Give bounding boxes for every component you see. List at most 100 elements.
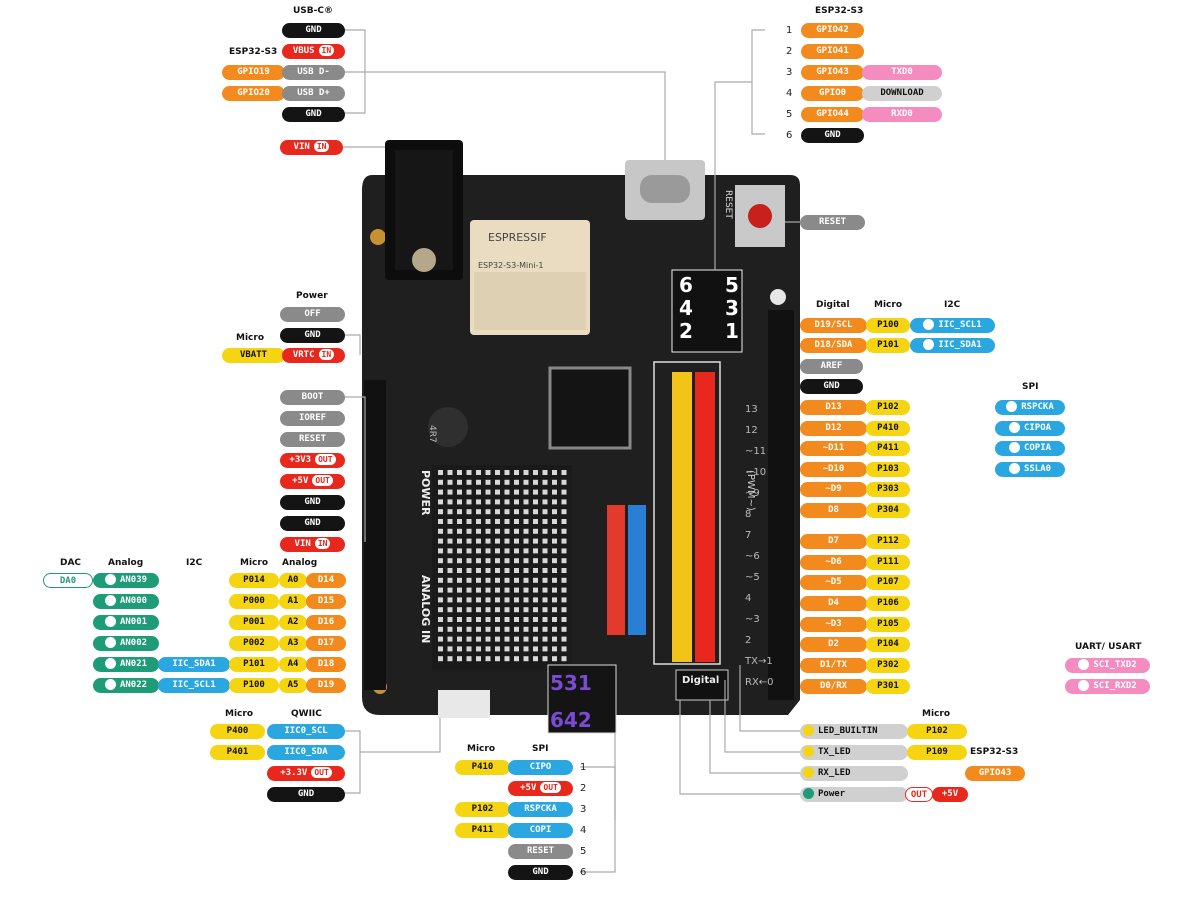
matrix-led [542, 607, 548, 613]
matrix-led [523, 558, 529, 564]
matrix-led [523, 626, 529, 632]
matrix-led [457, 607, 462, 613]
matrix-led [447, 519, 453, 524]
matrix-led [561, 577, 567, 583]
matrix-led [476, 626, 481, 632]
analog-a-pin: A2 [279, 615, 307, 630]
matrix-led [476, 499, 481, 505]
header-pin-number: 6 [679, 273, 693, 297]
matrix-led [466, 538, 472, 544]
digital-micro: P304 [866, 503, 910, 518]
digital-pin: D12 [800, 421, 867, 436]
matrix-led [457, 656, 462, 662]
digital-pin: ~D9 [800, 482, 867, 497]
matrix-led [504, 626, 510, 632]
digital-micro: P101 [866, 338, 910, 353]
spi-icon [1008, 463, 1020, 474]
digital-pin: D2 [800, 637, 867, 652]
matrix-led [514, 597, 519, 603]
matrix-led [457, 489, 462, 495]
matrix-led [561, 499, 567, 505]
matrix-led [438, 568, 443, 573]
matrix-led [504, 509, 510, 515]
matrix-led [457, 499, 462, 505]
matrix-led [495, 617, 500, 622]
matrix-led [466, 489, 472, 495]
digital-micro: P303 [866, 482, 910, 497]
analog-d-pin: D15 [306, 594, 346, 609]
matrix-led [485, 636, 491, 642]
power-header-pin: RESET [280, 432, 345, 447]
icsp-num: 3 [580, 804, 587, 815]
matrix-led [495, 607, 500, 613]
matrix-led [552, 656, 557, 662]
led-name: LED_BUILTIN [818, 726, 878, 736]
matrix-led [514, 528, 519, 534]
matrix-led [552, 597, 557, 603]
icsp-pin-text: +5V [520, 783, 537, 793]
matrix-led [542, 489, 548, 495]
matrix-led [485, 617, 491, 622]
power-header-pin-text: +3V3 [289, 455, 312, 465]
matrix-led [457, 568, 462, 573]
digital-ext-text: CIPOA [1023, 423, 1052, 433]
analog-channel-text: AN021 [119, 659, 148, 669]
analog-channel-text: AN022 [119, 680, 148, 690]
icsp-pin: RSPCKA [508, 802, 573, 817]
reset-button-label: RESET [800, 215, 865, 230]
digital-micro: P302 [866, 658, 910, 673]
power-switch-title: Power [296, 291, 328, 301]
usbc-gpio: GPIO20 [222, 86, 285, 101]
matrix-led [438, 636, 443, 642]
matrix-led [514, 617, 519, 622]
vbatt-pin: VBATT [222, 348, 285, 363]
matrix-led [542, 626, 548, 632]
matrix-led [533, 470, 538, 475]
matrix-led [495, 548, 500, 554]
matrix-led [542, 636, 548, 642]
matrix-led [542, 646, 548, 652]
analog-channel: AN001 [93, 615, 159, 630]
digital-micro: P107 [866, 575, 910, 590]
analog-d-pin: D19 [306, 678, 346, 693]
digital-pin-label: 13 [745, 404, 758, 415]
matrix-led [514, 568, 519, 573]
matrix-led [533, 636, 538, 642]
matrix-led [523, 538, 529, 544]
matrix-led [438, 587, 443, 593]
matrix-led [485, 656, 491, 662]
digital-pin-label: 12 [745, 425, 758, 436]
matrix-led [561, 528, 567, 534]
matrix-led [504, 479, 510, 485]
matrix-led [466, 577, 472, 583]
matrix-led [552, 568, 557, 573]
qwiic-pin-text: +3.3V [280, 768, 308, 778]
led-micro: P102 [907, 724, 967, 739]
matrix-led [438, 626, 443, 632]
digital-micro: P106 [866, 596, 910, 611]
usbc-gpio: GPIO19 [222, 65, 285, 80]
digital-micro: P102 [866, 400, 910, 415]
matrix-led [495, 568, 500, 573]
vbatt-micro-label: Micro [236, 333, 264, 343]
usbc-pin: GND [282, 23, 345, 38]
matrix-led [485, 509, 491, 515]
analog-micro: P101 [229, 657, 279, 672]
analog-micro: P100 [229, 678, 279, 693]
analog-col-header: I2C [186, 558, 203, 568]
matrix-led [447, 568, 453, 573]
matrix-led [438, 489, 443, 495]
matrix-led [514, 499, 519, 505]
matrix-led [552, 528, 557, 534]
matrix-led [447, 548, 453, 554]
matrix-led [466, 646, 472, 652]
matrix-led [561, 636, 567, 642]
qwiic-pin: IIC0_SDA [267, 745, 345, 760]
icsp-num: 6 [580, 867, 587, 878]
icsp-top-numbers: 531 [550, 671, 592, 695]
esp-header-gpio: GPIO44 [801, 107, 864, 122]
matrix-led [447, 656, 453, 662]
digital-pin-label: ~5 [745, 572, 760, 583]
